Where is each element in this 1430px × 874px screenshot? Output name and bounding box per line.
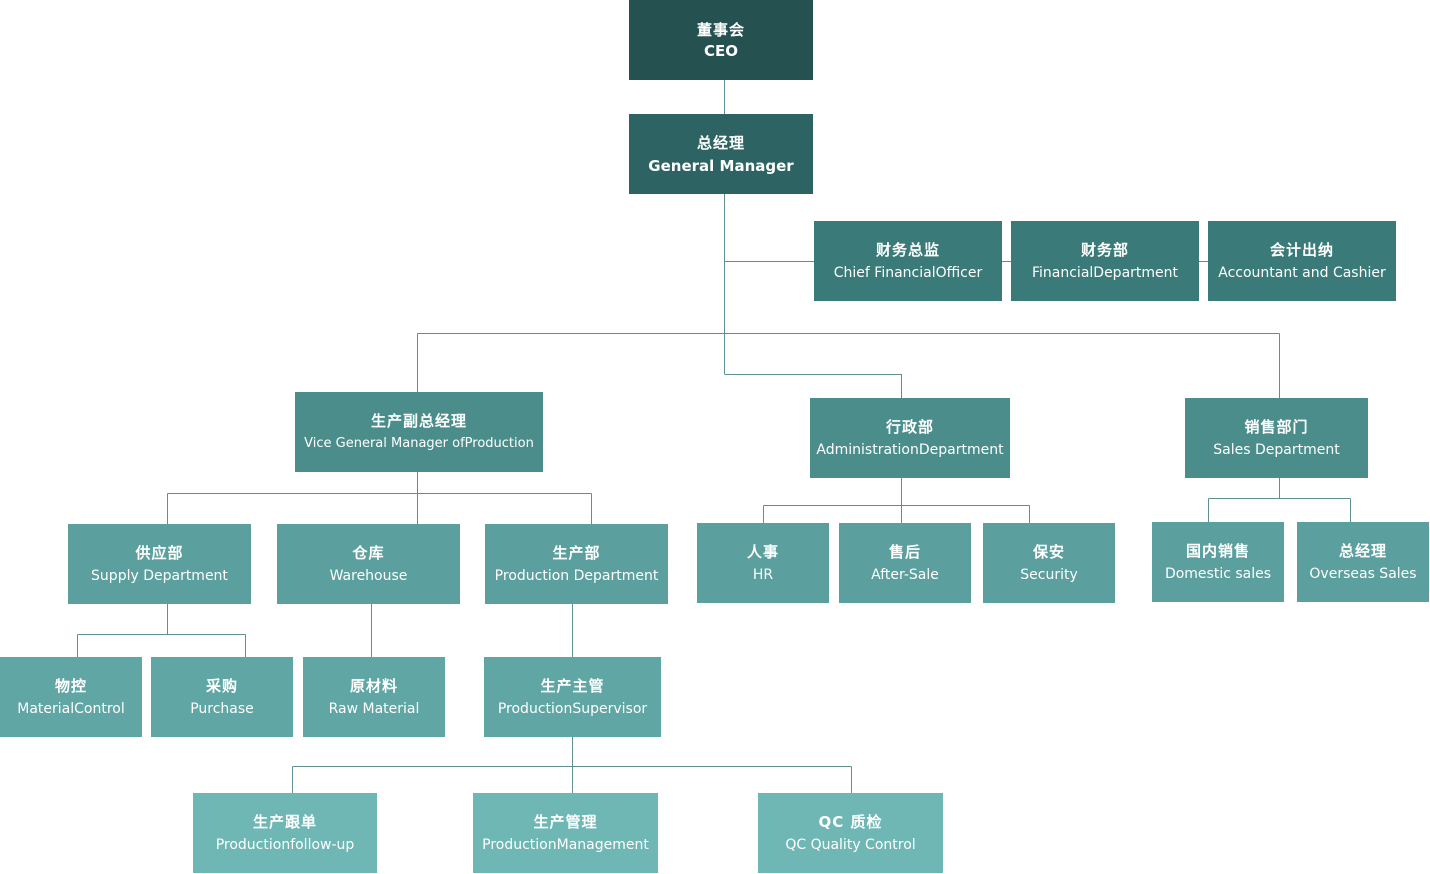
node-chief-financial-officer: 财务总监 Chief FinancialOfficer [814,221,1002,301]
connector-admin-children [763,478,1030,523]
node-chief-financial-officer-en: Chief FinancialOfficer [833,264,983,281]
node-production-follow-up-zh: 生产跟单 [252,812,317,831]
node-production-follow-up: 生产跟单 Productionfollow-up [193,793,377,873]
node-administration-department-en: AdministrationDepartment [816,441,1004,458]
node-vice-general-manager-production-zh: 生产副总经理 [370,411,467,430]
node-after-sale-en: After-Sale [871,566,939,583]
node-warehouse: 仓库 Warehouse [277,524,460,604]
node-administration-department: 行政部 AdministrationDepartment [810,398,1010,478]
node-hr-en: HR [752,566,774,583]
node-security-zh: 保安 [1032,542,1065,561]
connector-vgm-children [167,472,592,524]
node-after-sale-zh: 售后 [888,542,921,561]
node-financial-department-zh: 财务部 [1080,240,1129,259]
node-raw-material-zh: 原材料 [349,676,398,695]
node-production-follow-up-en: Productionfollow-up [215,836,355,853]
node-overseas-sales: 总经理 Overseas Sales [1297,522,1429,602]
node-security-en: Security [1020,566,1078,583]
connector-supply-children [77,604,246,657]
node-warehouse-zh: 仓库 [352,543,385,562]
node-production-department-zh: 生产部 [552,543,601,562]
node-production-supervisor-en: ProductionSupervisor [497,700,648,717]
node-purchase-en: Purchase [190,700,254,717]
node-material-control-en: MaterialControl [17,700,125,717]
node-production-department-en: Production Department [494,567,659,584]
node-purchase-zh: 采购 [205,676,238,695]
node-supply-department-zh: 供应部 [135,543,184,562]
node-sales-department-zh: 销售部门 [1244,417,1309,436]
node-raw-material-en: Raw Material [328,700,420,717]
node-production-supervisor: 生产主管 ProductionSupervisor [484,657,661,737]
node-material-control: 物控 MaterialControl [0,657,142,737]
node-general-manager: 总经理 General Manager [629,114,813,194]
node-after-sale: 售后 After-Sale [839,523,971,603]
node-accountant-cashier-zh: 会计出纳 [1269,240,1334,259]
node-hr: 人事 HR [697,523,829,603]
node-qc-quality-control-zh: QC 质检 [818,812,883,831]
node-warehouse-en: Warehouse [329,567,408,584]
node-vice-general-manager-production: 生产副总经理 Vice General Manager ofProduction [295,392,543,472]
node-production-management-zh: 生产管理 [533,812,598,831]
node-domestic-sales-zh: 国内销售 [1185,541,1250,560]
node-domestic-sales: 国内销售 Domestic sales [1152,522,1284,602]
node-material-control-zh: 物控 [54,676,87,695]
node-production-supervisor-zh: 生产主管 [540,676,605,695]
node-general-manager-en: General Manager [648,156,794,175]
node-chief-financial-officer-zh: 财务总监 [875,240,940,259]
node-purchase: 采购 Purchase [151,657,293,737]
node-qc-quality-control: QC 质检 QC Quality Control [758,793,943,873]
node-accountant-cashier-en: Accountant and Cashier [1218,264,1386,281]
node-ceo-zh: 董事会 [696,20,745,39]
node-sales-department-en: Sales Department [1213,441,1340,458]
connector-to-admin [724,374,902,398]
node-domestic-sales-en: Domestic sales [1164,565,1272,582]
node-administration-department-zh: 行政部 [885,417,934,436]
node-supply-department-en: Supply Department [91,567,228,584]
node-overseas-sales-en: Overseas Sales [1309,565,1417,582]
node-production-management-en: ProductionManagement [482,836,649,853]
node-financial-department: 财务部 FinancialDepartment [1011,221,1199,301]
node-ceo: 董事会 CEO [629,0,813,80]
node-qc-quality-control-en: QC Quality Control [785,836,916,853]
node-security: 保安 Security [983,523,1115,603]
node-production-department: 生产部 Production Department [485,524,668,604]
node-overseas-sales-zh: 总经理 [1338,541,1387,560]
node-financial-department-en: FinancialDepartment [1031,264,1179,281]
connector-supervisor-children [292,737,852,793]
node-raw-material: 原材料 Raw Material [303,657,445,737]
node-vice-general-manager-production-en: Vice General Manager ofProduction [304,435,534,451]
node-general-manager-zh: 总经理 [696,133,745,152]
connector-sales-children [1208,478,1351,522]
node-sales-department: 销售部门 Sales Department [1185,398,1368,478]
node-production-management: 生产管理 ProductionManagement [473,793,658,873]
node-hr-zh: 人事 [746,542,779,561]
node-accountant-cashier: 会计出纳 Accountant and Cashier [1208,221,1396,301]
node-ceo-en: CEO [703,41,738,60]
node-supply-department: 供应部 Supply Department [68,524,251,604]
